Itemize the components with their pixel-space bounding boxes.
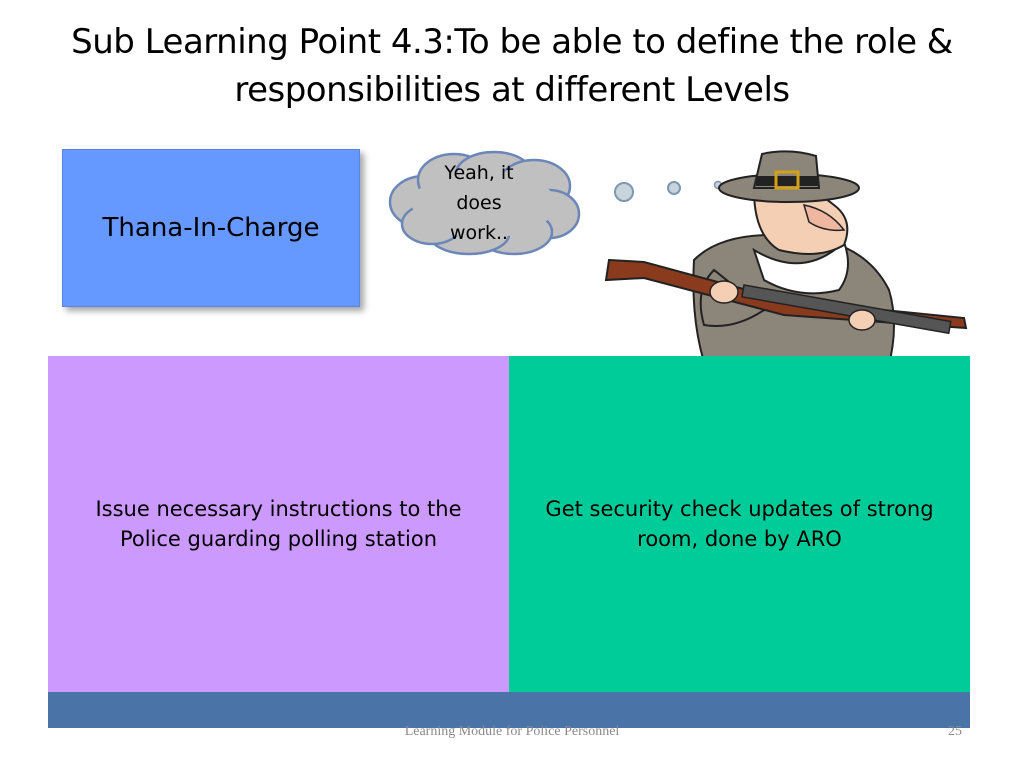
right-panel: Get security check updates of strong roo… xyxy=(509,356,970,692)
slide-title: Sub Learning Point 4.3:To be able to def… xyxy=(20,18,1004,114)
left-panel-line-1: Issue necessary instructions to the xyxy=(95,497,462,521)
left-panel-line-2: Police guarding polling station xyxy=(119,527,438,551)
cloud-text: Yeah, it does work.. xyxy=(424,158,534,248)
cloud-line-1: Yeah, it xyxy=(444,162,514,184)
cloud-line-3: work.. xyxy=(449,222,509,244)
footer-bar xyxy=(48,692,970,728)
role-label: Thana-In-Charge xyxy=(102,213,320,243)
cloud-shape-icon xyxy=(388,150,581,256)
left-panel: Issue necessary instructions to the Poli… xyxy=(48,356,509,692)
footer-text: Learning Module for Police Personnel xyxy=(404,724,620,739)
title-line-1: Sub Learning Point 4.3:To be able to def… xyxy=(71,22,953,62)
page-number: 25 xyxy=(948,724,962,739)
title-line-2: responsibilities at different Levels xyxy=(234,70,790,110)
cloud-line-2: does xyxy=(456,192,502,214)
role-box: Thana-In-Charge xyxy=(62,149,360,307)
right-panel-line-2: room, done by ARO xyxy=(637,527,842,551)
thought-cloud: Yeah, it does work.. xyxy=(384,150,582,256)
right-panel-line-1: Get security check updates of strong xyxy=(545,497,934,521)
